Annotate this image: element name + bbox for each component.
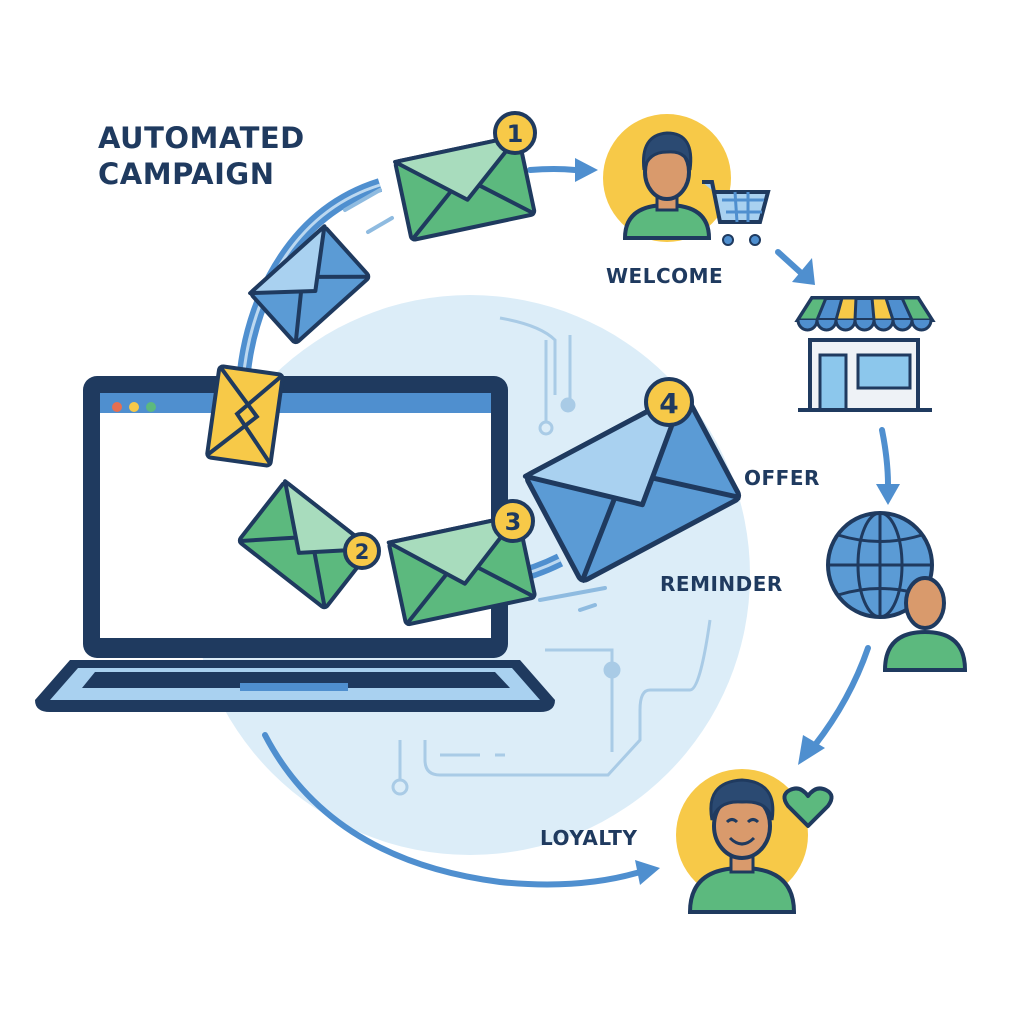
email-envelope-2	[237, 479, 374, 610]
badge-1: 1	[493, 111, 537, 155]
person-with-cart-icon	[603, 114, 771, 246]
svg-text:2: 2	[355, 540, 370, 564]
email-envelope-1	[393, 133, 537, 242]
circuit-lines-icon	[391, 316, 712, 796]
stage-label-offer: OFFER	[744, 466, 820, 490]
email-envelope-yellow	[205, 364, 285, 468]
title-line-1: AUTOMATED	[98, 121, 305, 155]
title-line-2: CAMPAIGN	[98, 157, 275, 191]
page-title: AUTOMATED CAMPAIGN	[98, 120, 305, 192]
svg-text:1: 1	[507, 120, 524, 148]
stage-label-loyalty: LOYALTY	[540, 826, 638, 850]
badge-2: 2	[343, 532, 381, 570]
flow-arrows	[262, 166, 891, 888]
email-envelope-4	[522, 389, 742, 584]
svg-text:4: 4	[659, 387, 678, 420]
happy-person-heart-icon	[676, 769, 834, 914]
badge-4: 4	[644, 377, 694, 427]
stage-label-welcome: WELCOME	[606, 264, 724, 288]
globe-person-icon	[826, 511, 968, 672]
email-envelope-blue-small	[248, 224, 371, 345]
svg-text:3: 3	[505, 508, 522, 536]
stage-label-reminder: REMINDER	[660, 572, 783, 596]
email-envelope-3	[386, 513, 537, 627]
storefront-icon	[794, 296, 936, 412]
badge-3: 3	[491, 499, 535, 543]
